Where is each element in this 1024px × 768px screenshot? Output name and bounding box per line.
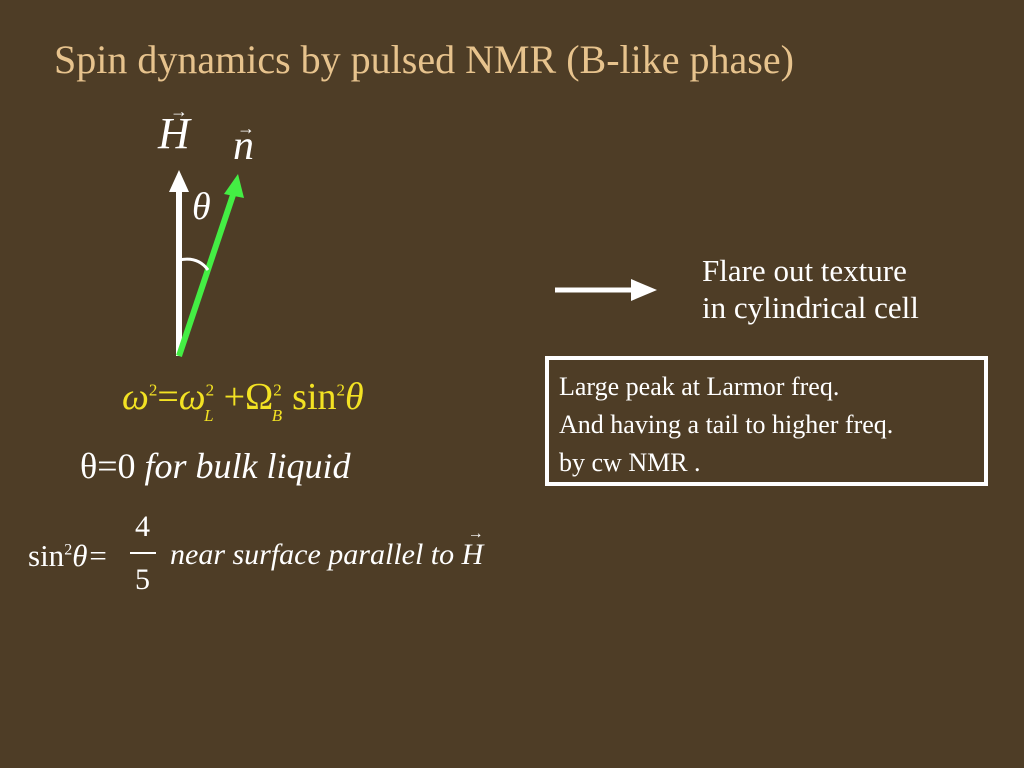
- vector-arrow-icon: →: [467, 525, 484, 542]
- field-arrowhead-icon: [169, 170, 189, 192]
- surface-condition-text: near surface parallel to →H: [170, 525, 484, 571]
- angle-diagram: [169, 170, 244, 357]
- fraction-denominator: 5: [135, 563, 150, 596]
- result-line-1: Flare out texture: [702, 253, 907, 288]
- note-line-1: Large peak at Larmor freq.: [559, 372, 840, 401]
- result-line-2: in cylindrical cell: [702, 290, 919, 325]
- bulk-liquid-condition: θ=0 for bulk liquid: [80, 448, 351, 484]
- vector-arrow-icon: →: [170, 101, 188, 121]
- field-symbol-inline: →H: [461, 525, 484, 571]
- note-line-3: by cw NMR .: [559, 448, 701, 477]
- note-line-2: And having a tail to higher freq.: [559, 410, 894, 439]
- surface-condition-lhs: sin2θ=: [28, 538, 109, 573]
- texture-vector-label: → n: [233, 119, 255, 169]
- field-vector-label: → H: [158, 102, 190, 158]
- texture-arrowhead-icon: [224, 174, 244, 198]
- fraction-bar: [130, 552, 156, 554]
- bulk-liquid-text: for bulk liquid: [144, 446, 351, 486]
- right-arrow-icon: [555, 279, 657, 301]
- theta-zero: θ=0: [80, 446, 136, 486]
- field-symbol: H: [158, 109, 190, 158]
- angle-label: θ: [192, 186, 211, 228]
- angle-arc: [178, 257, 210, 271]
- slide-title: Spin dynamics by pulsed NMR (B-like phas…: [54, 37, 794, 82]
- texture-symbol: n: [233, 123, 254, 169]
- texture-result: Flare out texture in cylindrical cell: [702, 252, 919, 326]
- vector-arrow-icon: →: [237, 118, 255, 138]
- fraction-numerator: 4: [135, 510, 150, 543]
- nmr-note-box: Large peak at Larmor freq. And having a …: [545, 356, 988, 486]
- texture-arrow-shaft: [176, 191, 237, 357]
